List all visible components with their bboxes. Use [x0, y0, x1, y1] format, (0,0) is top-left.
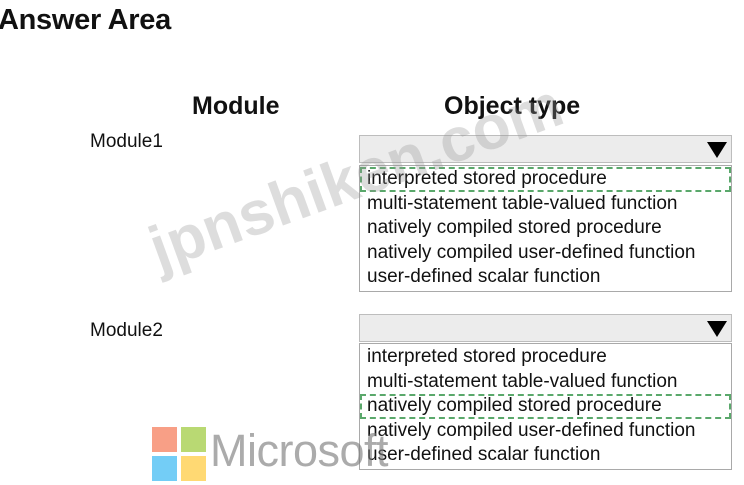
logo-square-yellow — [181, 456, 206, 481]
module1-option-natively-compiled-stored-procedure[interactable]: natively compiled stored procedure — [367, 217, 662, 239]
column-header-object-type: Object type — [444, 92, 581, 120]
module2-options-list: interpreted stored procedure multi-state… — [359, 343, 732, 470]
module2-option-user-defined-scalar-function[interactable]: user-defined scalar function — [367, 444, 601, 466]
module1-label: Module1 — [90, 131, 163, 152]
module2-option-natively-compiled-udf[interactable]: natively compiled user-defined function — [367, 419, 696, 441]
dropdown-arrow-icon — [707, 321, 727, 337]
logo-square-blue — [152, 456, 177, 481]
module1-option-user-defined-scalar-function[interactable]: user-defined scalar function — [367, 266, 601, 288]
module1-option-natively-compiled-udf[interactable]: natively compiled user-defined function — [367, 241, 696, 263]
module1-option-multi-statement-tvf[interactable]: multi-statement table-valued function — [367, 192, 678, 214]
module2-label: Module2 — [90, 320, 163, 341]
page-title: Answer Area — [0, 4, 171, 36]
module2-option-natively-compiled-stored-procedure[interactable]: natively compiled stored procedure — [360, 394, 731, 419]
module2-option-multi-statement-tvf[interactable]: multi-statement table-valued function — [367, 370, 678, 392]
module1-options-list: interpreted stored procedure multi-state… — [359, 165, 732, 292]
module2-option-interpreted-stored-procedure[interactable]: interpreted stored procedure — [367, 346, 607, 367]
logo-square-green — [181, 427, 206, 452]
microsoft-logo-icon — [152, 427, 206, 481]
dropdown-arrow-icon — [707, 142, 727, 158]
module2-object-type-dropdown[interactable] — [359, 314, 732, 342]
module1-option-interpreted-stored-procedure[interactable]: interpreted stored procedure — [360, 167, 731, 192]
column-header-module: Module — [192, 92, 280, 120]
logo-square-red — [152, 427, 177, 452]
module1-object-type-dropdown[interactable] — [359, 135, 732, 163]
